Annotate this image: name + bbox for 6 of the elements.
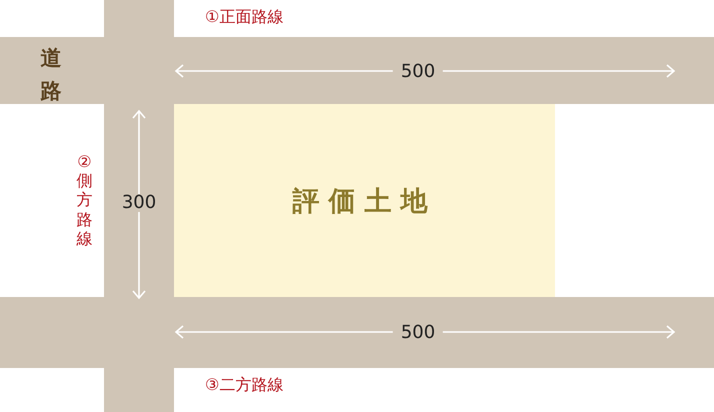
route-label: ①正面路線 — [205, 9, 284, 25]
plot-label: 評価土地 — [292, 184, 436, 218]
route-label: ③二方路線 — [205, 377, 284, 393]
land-plot — [174, 104, 555, 297]
route-label: ②側方路線 — [76, 152, 93, 248]
road-label: 道路 — [40, 45, 62, 105]
